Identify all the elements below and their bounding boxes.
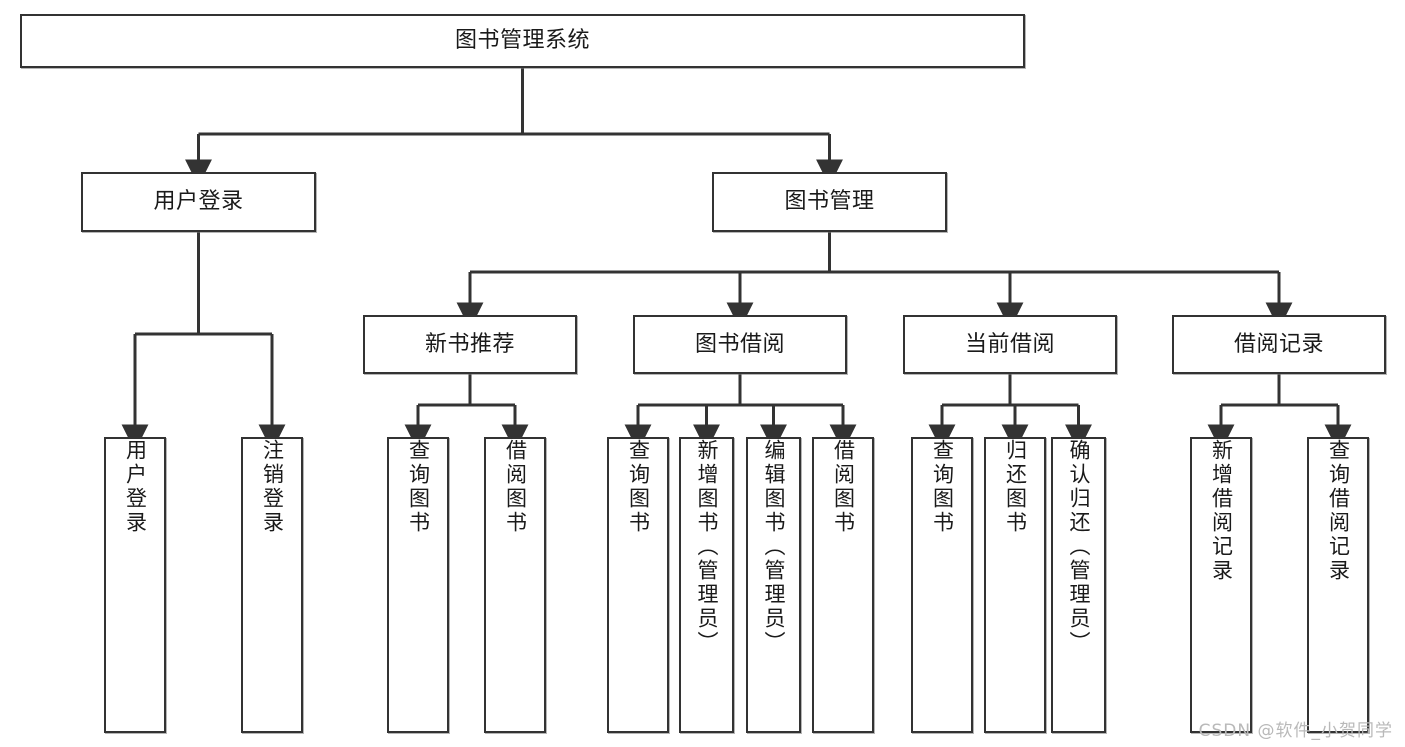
- node-leaf-user-login[interactable]: 用户登录: [104, 437, 166, 733]
- node-leaf-edit-book[interactable]: 编辑图书（管理员）: [746, 437, 801, 733]
- node-book-manage[interactable]: 图书管理: [712, 172, 947, 232]
- node-label: 借阅记录: [1233, 331, 1324, 357]
- node-label: 归还图书: [1003, 439, 1028, 535]
- node-user-login[interactable]: 用户登录: [81, 172, 316, 232]
- csdn-watermark: CSDN @软件_小贺同学: [1198, 721, 1393, 741]
- node-root[interactable]: 图书管理系统: [20, 14, 1025, 68]
- node-leaf-query-book-1[interactable]: 查询图书: [387, 437, 449, 733]
- node-label: 借阅图书: [831, 439, 856, 535]
- node-label: 查询图书: [406, 439, 431, 535]
- node-label: 确认归还（管理员）: [1067, 439, 1091, 655]
- node-label: 新增借阅记录: [1209, 439, 1234, 583]
- node-label: 当前借阅: [964, 331, 1055, 357]
- node-label: 新增图书（管理员）: [695, 439, 719, 655]
- node-leaf-query-book-2[interactable]: 查询图书: [607, 437, 669, 733]
- node-label: 用户登录: [153, 189, 244, 215]
- node-label: 图书借阅: [694, 331, 785, 357]
- node-label: 查询借阅记录: [1326, 439, 1351, 583]
- node-leaf-confirm-return[interactable]: 确认归还（管理员）: [1051, 437, 1106, 733]
- node-leaf-borrow-book-2[interactable]: 借阅图书: [812, 437, 874, 733]
- node-label: 查询图书: [930, 439, 955, 535]
- node-leaf-add-borrow-record[interactable]: 新增借阅记录: [1190, 437, 1252, 733]
- node-label: 图书管理: [784, 189, 875, 215]
- node-label: 新书推荐: [424, 331, 515, 357]
- node-label: 编辑图书（管理员）: [762, 439, 786, 655]
- node-leaf-return-book[interactable]: 归还图书: [984, 437, 1046, 733]
- node-leaf-add-book[interactable]: 新增图书（管理员）: [679, 437, 734, 733]
- node-borrow-record[interactable]: 借阅记录: [1172, 315, 1386, 374]
- node-new-book-recommend[interactable]: 新书推荐: [363, 315, 577, 374]
- node-label: 用户登录: [123, 439, 148, 535]
- node-leaf-user-logout[interactable]: 注销登录: [241, 437, 303, 733]
- node-leaf-query-borrow-record[interactable]: 查询借阅记录: [1307, 437, 1369, 733]
- node-label: 图书管理系统: [454, 28, 590, 54]
- node-leaf-borrow-book-1[interactable]: 借阅图书: [484, 437, 546, 733]
- node-leaf-query-book-3[interactable]: 查询图书: [911, 437, 973, 733]
- node-label: 注销登录: [260, 439, 285, 535]
- node-label: 借阅图书: [503, 439, 528, 535]
- node-label: 查询图书: [626, 439, 651, 535]
- node-current-borrow[interactable]: 当前借阅: [903, 315, 1117, 374]
- node-book-borrow[interactable]: 图书借阅: [633, 315, 847, 374]
